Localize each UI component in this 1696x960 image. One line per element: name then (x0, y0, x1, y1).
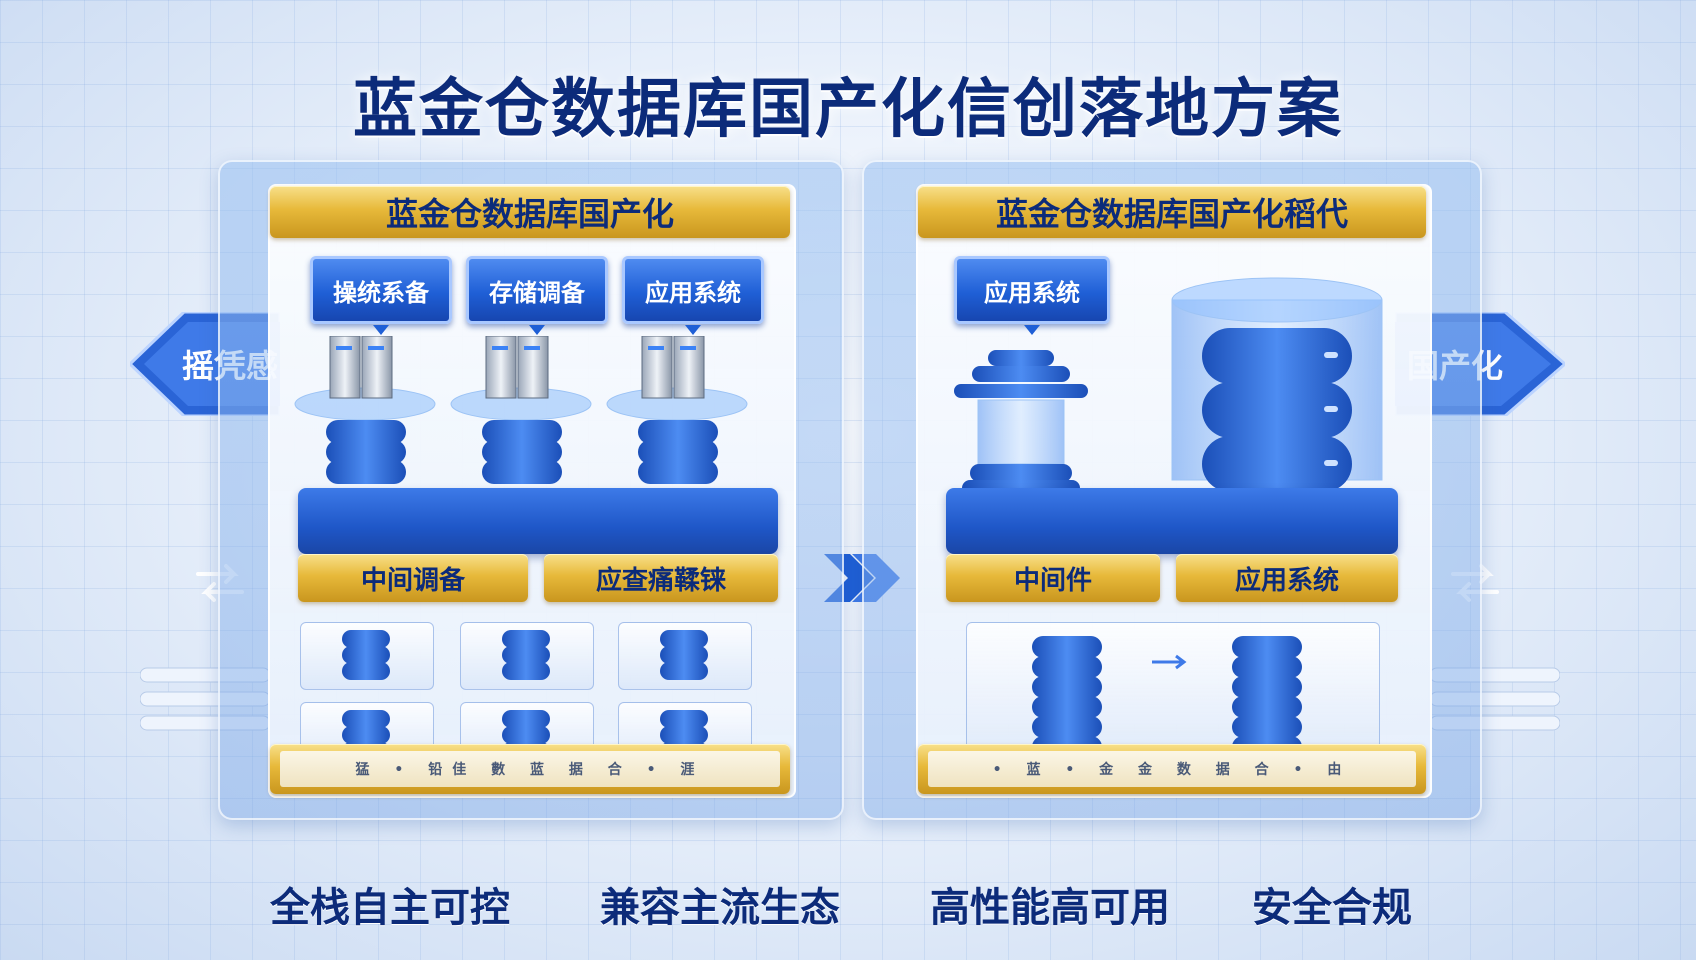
left-btn-storage-label: 存储调备 (489, 278, 585, 307)
left-footer-text: 猛 • 铅佳 數 蓝 据 合 • 涯 (355, 762, 705, 778)
left-platform (298, 488, 778, 554)
left-middle-label-2-text: 应查痛鞣铼 (595, 565, 726, 596)
feature-security-compliance: 安全合规 (1252, 885, 1412, 931)
left-db-icons (342, 630, 708, 760)
right-btn-app[interactable]: 应用系统 (954, 256, 1110, 335)
left-middle-label-2: 应查痛鞣铼 (544, 554, 778, 602)
right-middle-label-1: 中间件 (946, 554, 1160, 602)
right-footer-text: • 蓝 • 金 金 数 据 合 • 由 (992, 762, 1352, 778)
left-btn-os-label: 操统系备 (333, 278, 429, 307)
page-title: 蓝金仓数据库国产化信创落地方案 (353, 73, 1343, 147)
left-btn-storage[interactable]: 存储调备 (466, 256, 608, 335)
left-middle-label-1: 中间调备 (298, 554, 528, 602)
feature-ecosystem-compat: 兼容主流生态 (600, 885, 840, 931)
right-platform (946, 488, 1398, 554)
left-header-title: 蓝金仓数据库国产化 (385, 195, 674, 233)
right-middle-label-1-text: 中间件 (1013, 565, 1092, 596)
left-panel: 蓝金仓数据库国产化 操统系备 存储调备 应用系统 (218, 160, 844, 820)
right-btn-app-label: 应用系统 (984, 278, 1080, 307)
right-header-bar: 蓝金仓数据库国产化稻代 (918, 186, 1426, 238)
right-footer-bar: • 蓝 • 金 金 数 据 合 • 由 (918, 744, 1426, 794)
right-middle-label-2: 应用系统 (1176, 554, 1398, 602)
right-header-title: 蓝金仓数据库国产化稻代 (995, 195, 1348, 233)
left-header-bar: 蓝金仓数据库国产化 (270, 186, 790, 238)
feature-high-availability: 高性能高可用 (930, 885, 1170, 931)
right-panel: 蓝金仓数据库国产化稻代 应用系统 中间件 应用系统 (862, 160, 1482, 820)
right-db-graphics (954, 277, 1383, 496)
right-footer-inner (928, 751, 1416, 787)
left-btn-app[interactable]: 应用系统 (622, 256, 764, 335)
right-middle-label-2-text: 应用系统 (1234, 565, 1339, 596)
left-footer-bar: 猛 • 铅佳 數 蓝 据 合 • 涯 (270, 744, 790, 794)
left-server-stacks (294, 336, 748, 484)
left-middle-label-1-text: 中间调备 (360, 565, 465, 596)
feature-full-stack-control: 全栈自主可控 (270, 885, 510, 931)
left-btn-os[interactable]: 操统系备 (310, 256, 452, 335)
left-btn-app-label: 应用系统 (645, 278, 741, 307)
left-footer-inner (280, 751, 780, 787)
